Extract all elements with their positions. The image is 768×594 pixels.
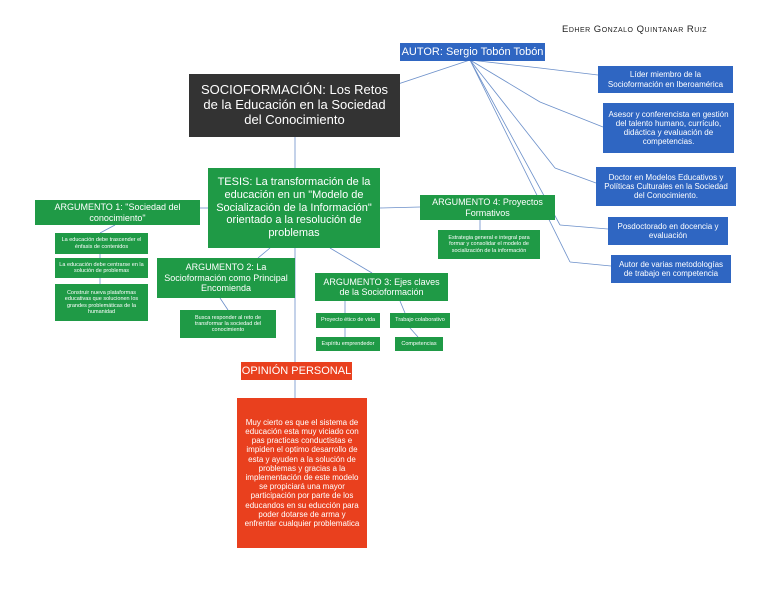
autor-item-4[interactable]: Posdoctorado en docencia y evaluación bbox=[608, 217, 728, 245]
argumento-1-node[interactable]: ARGUMENTO 1: "Sociedad del conocimiento" bbox=[35, 200, 200, 225]
autor-item-2[interactable]: Asesor y conferencista en gestión del ta… bbox=[603, 103, 734, 153]
author-name: Edher Gonzalo Quintanar Ruiz bbox=[562, 24, 708, 35]
argumento-1-item-3[interactable]: Construir nueva plataformas educativas q… bbox=[55, 284, 148, 321]
argumento-2-node[interactable]: ARGUMENTO 2: La Socioformación como Prin… bbox=[157, 258, 295, 298]
argumento-3-item-2[interactable]: Trabajo colaborativo bbox=[390, 313, 450, 328]
argumento-3-item-1[interactable]: Proyecto ético de vida bbox=[316, 313, 380, 328]
argumento-3-item-3[interactable]: Espíritu emprendedor bbox=[316, 337, 380, 351]
argumento-1-item-2[interactable]: La educación debe centrarse en la soluci… bbox=[55, 258, 148, 278]
opinion-personal-text: Muy cierto es que el sistema de educació… bbox=[237, 398, 367, 548]
autor-item-3[interactable]: Doctor en Modelos Educativos y Políticas… bbox=[596, 167, 736, 206]
opinion-personal-node[interactable]: OPINIÓN PERSONAL bbox=[241, 362, 352, 380]
autor-node[interactable]: AUTOR: Sergio Tobón Tobón bbox=[400, 43, 545, 61]
argumento-4-item-1[interactable]: Estrategia general e integral para forma… bbox=[438, 230, 540, 259]
main-title: SOCIOFORMACIÓN: Los Retos de la Educació… bbox=[189, 74, 400, 137]
argumento-4-node[interactable]: ARGUMENTO 4: Proyectos Formativos bbox=[420, 195, 555, 220]
argumento-3-item-4[interactable]: Competencias bbox=[395, 337, 443, 351]
autor-item-5[interactable]: Autor de varias metodologías de trabajo … bbox=[611, 255, 731, 283]
argumento-2-item-1[interactable]: Busca responder al reto de transformar l… bbox=[180, 310, 276, 338]
autor-item-1[interactable]: Líder miembro de la Socioformación en Ib… bbox=[598, 66, 733, 93]
argumento-3-node[interactable]: ARGUMENTO 3: Ejes claves de la Socioform… bbox=[315, 273, 448, 301]
tesis-node[interactable]: TESIS: La transformación de la educación… bbox=[208, 168, 380, 248]
argumento-1-item-1[interactable]: La educación debe trascender el énfasis … bbox=[55, 233, 148, 254]
